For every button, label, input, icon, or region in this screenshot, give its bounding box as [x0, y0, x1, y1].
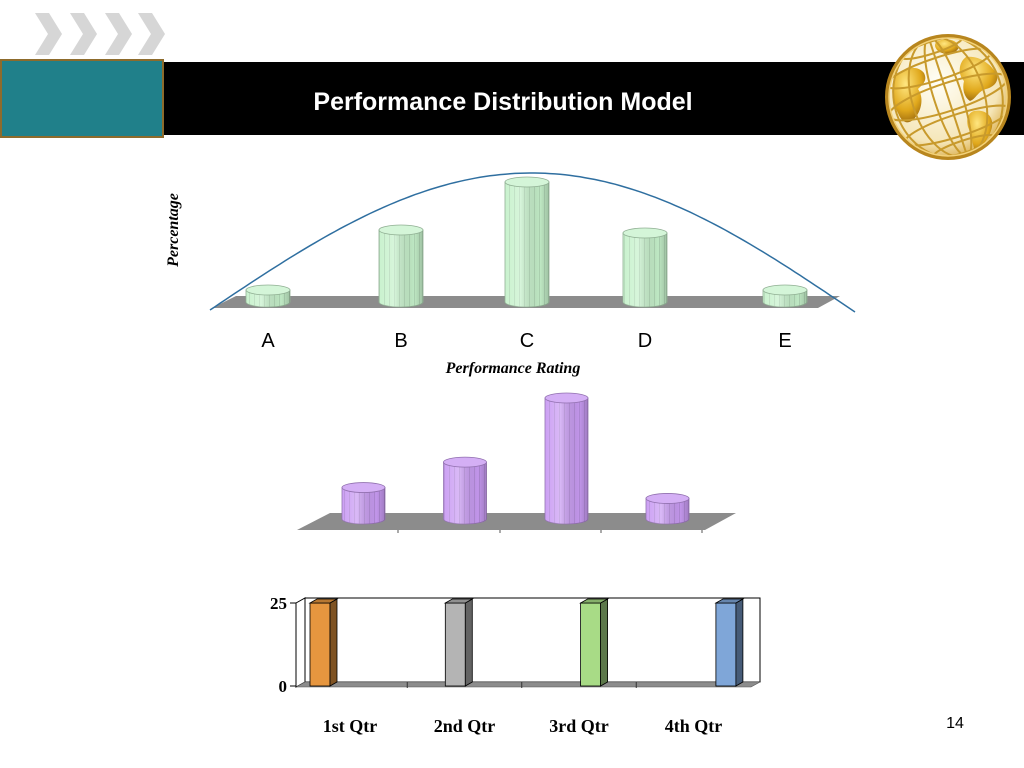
quarterly-bar-chart: 0 25 1st Qtr 2nd Qtr 3rd Qtr 4th Qtr — [270, 594, 762, 736]
y-axis-ticks: 0 25 — [270, 594, 296, 696]
chevron-right-icon — [105, 13, 132, 55]
bar-front — [580, 602, 601, 687]
category-axis-labels: 1st Qtr 2nd Qtr 3rd Qtr 4th Qtr — [323, 716, 722, 736]
bar-side — [464, 598, 473, 687]
bar-shading — [545, 398, 588, 524]
bar-front — [444, 602, 466, 687]
chevron-right-icon — [35, 13, 62, 55]
performance-distribution-chart: A B C D E Percentage Performance Rating — [165, 172, 856, 377]
bar-2 — [378, 224, 424, 308]
y-tick-label: 0 — [279, 677, 288, 696]
chevron-right-icon — [70, 13, 97, 55]
bar-1 — [245, 284, 291, 308]
bar-top — [341, 482, 386, 493]
category-label: E — [778, 330, 791, 352]
bar-5 — [762, 284, 808, 308]
chart-floor — [297, 513, 736, 530]
category-label: 4th Qtr — [665, 716, 723, 736]
bar-front — [715, 602, 737, 687]
bar-side — [329, 598, 338, 687]
bar-side — [735, 598, 744, 687]
bar-group — [341, 392, 690, 525]
page-number: 14 — [946, 715, 964, 732]
accent-box — [0, 59, 164, 138]
category-label: D — [638, 330, 652, 352]
bar-shading — [379, 230, 423, 307]
bar-3 — [544, 392, 589, 525]
bar-top — [544, 392, 589, 404]
y-axis-title: Percentage — [165, 193, 182, 268]
bar-3 — [579, 598, 610, 687]
bar-group — [308, 598, 745, 687]
bar-4 — [622, 227, 668, 308]
bar-shading — [443, 462, 487, 524]
bar-top — [443, 456, 487, 468]
globe-rim — [885, 34, 1011, 160]
bar-top — [579, 598, 610, 604]
bar-2 — [443, 456, 487, 525]
bar-1 — [341, 482, 386, 525]
category-label: 3rd Qtr — [549, 716, 608, 736]
bar-4 — [645, 493, 690, 525]
header-arrows — [35, 13, 165, 55]
category-label: 2nd Qtr — [434, 716, 496, 736]
bar-top — [622, 227, 668, 239]
bar-top — [308, 598, 339, 604]
category-label: A — [261, 330, 275, 352]
category-label: 1st Qtr — [323, 716, 377, 736]
bar-top — [443, 598, 474, 604]
category-axis-labels: A B C D E — [261, 330, 791, 352]
chart-floor — [294, 681, 762, 688]
x-axis-title: Performance Rating — [445, 360, 581, 377]
chart-back-wall — [304, 597, 761, 683]
bar-top — [245, 284, 291, 296]
bar-top — [762, 284, 808, 296]
chevron-right-icon — [138, 13, 165, 55]
bar-2 — [443, 598, 474, 687]
bar-side — [600, 598, 608, 687]
bar-4 — [714, 598, 745, 687]
floor-ticks — [406, 682, 637, 688]
bar-top — [504, 176, 550, 188]
bar-top — [714, 598, 745, 604]
bar-shading — [505, 182, 549, 307]
bar-shading — [646, 498, 689, 524]
globe-icon — [885, 34, 1011, 160]
chart-side-wall — [295, 597, 306, 688]
bar-top — [378, 224, 424, 236]
y-tick-label: 25 — [270, 594, 287, 613]
bar-1 — [308, 598, 339, 687]
category-label: C — [520, 330, 534, 352]
bar-3 — [504, 176, 550, 308]
bar-shading — [342, 487, 385, 524]
bar-group — [245, 176, 808, 308]
bar-shading — [623, 233, 667, 307]
slide-title: Performance Distribution Model — [313, 88, 693, 116]
distribution-curve-line — [209, 172, 856, 313]
floor-ticks — [397, 530, 703, 533]
bar-front — [309, 602, 331, 687]
title-banner — [164, 62, 1024, 135]
cylinder-bar-chart — [297, 392, 736, 533]
bar-top — [645, 493, 690, 504]
category-label: B — [394, 330, 407, 352]
